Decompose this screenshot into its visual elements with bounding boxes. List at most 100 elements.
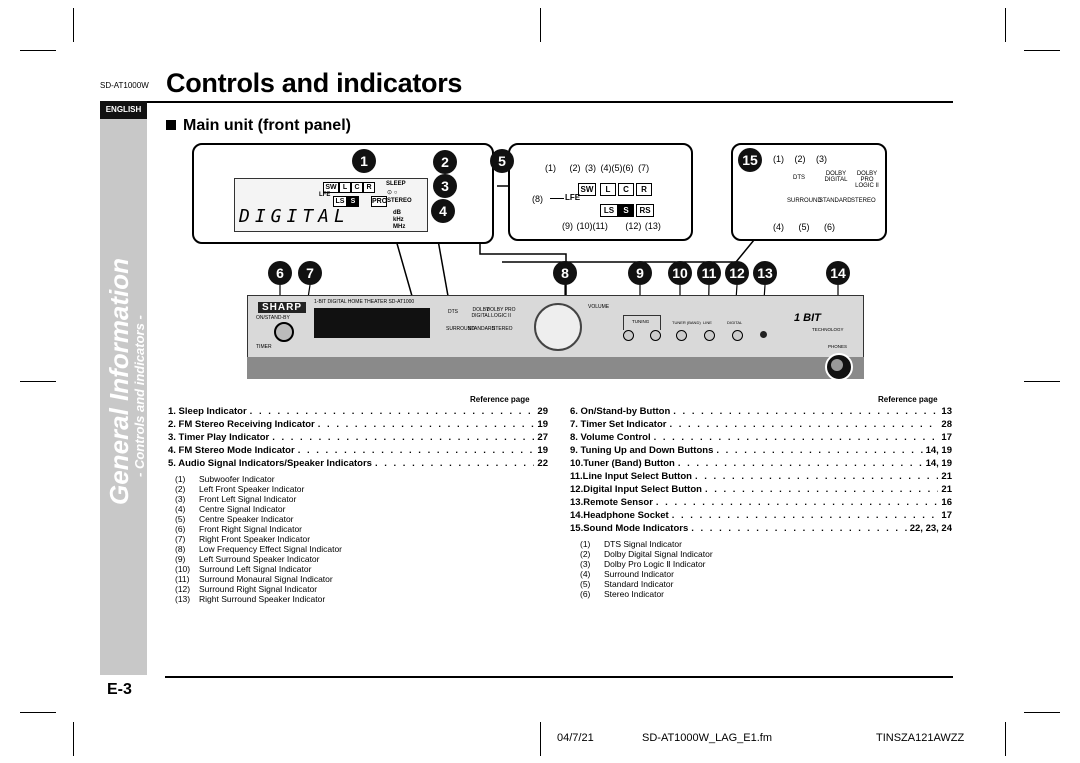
leader-dots: [705, 484, 938, 496]
sub-number: (5): [175, 514, 186, 524]
lfe-line: [550, 198, 564, 199]
leader-dots: [250, 406, 535, 418]
on-standby-button[interactable]: [274, 322, 294, 342]
leader-dots: [656, 497, 939, 509]
num-9: (9): [562, 221, 573, 231]
num-12: (12): [625, 221, 642, 231]
unit-surround-label: SURROUND: [446, 326, 475, 332]
item-page: 17: [941, 510, 952, 521]
tuning-label: TUNING: [632, 319, 650, 324]
mode-num-4: (4): [773, 222, 784, 232]
num-3: (3): [585, 163, 597, 173]
unit-dts-label: DTS: [448, 309, 458, 315]
item-page: 19: [537, 445, 548, 456]
pro-logic-label: DOLBY PRO LOGIC II: [855, 171, 879, 189]
list-item: 5. Audio Signal Indicators/Speaker Indic…: [168, 458, 548, 470]
sub-text: Standard Indicator: [604, 579, 674, 589]
square-bullet-icon: [166, 120, 176, 130]
callout-1: 1: [352, 149, 376, 173]
sub-number: (11): [175, 574, 190, 584]
sub-item: (6)Stereo Indicator: [580, 589, 664, 599]
sub-item: (4)Centre Signal Indicator: [175, 504, 285, 514]
line-input-button[interactable]: [704, 330, 715, 341]
sub-text: Centre Speaker Indicator: [199, 514, 294, 524]
volume-knob[interactable]: [534, 303, 582, 351]
page-number: E-3: [107, 681, 132, 698]
sub-item: (7)Right Front Speaker Indicator: [175, 534, 310, 544]
sub-number: (1): [580, 539, 591, 549]
callout-5: 5: [490, 149, 514, 173]
digital-input-button[interactable]: [732, 330, 743, 341]
crop-mark: [540, 8, 541, 42]
sub-item: (2)Dolby Digital Signal Indicator: [580, 549, 713, 559]
model-text: 1-BIT DIGITAL HOME THEATER SD-AT1000: [314, 299, 415, 305]
sleep-text: SLEEP: [386, 181, 406, 187]
ls-indicator: LS: [333, 196, 347, 207]
speaker-indicator-callout: (1) (2) (3) (4)(5)(6) (7) SW L C R (8) L…: [508, 143, 693, 241]
tuning-bracket: [623, 315, 661, 330]
sub-item: (2)Left Front Speaker Indicator: [175, 484, 304, 494]
item-page: 17: [941, 432, 952, 443]
sub-text: Surround Monaural Signal Indicator: [199, 574, 333, 584]
num-4: (4): [600, 163, 612, 173]
tuner-band-button[interactable]: [676, 330, 687, 341]
sub-text: Subwoofer Indicator: [199, 474, 275, 484]
mode-num-5: (5): [798, 222, 810, 232]
title-rule: [100, 101, 953, 103]
lcd-digital-text: DIGITAL: [239, 206, 350, 227]
sub-text: Left Surround Speaker Indicator: [199, 554, 320, 564]
l-box: L: [600, 183, 616, 196]
sub-number: (13): [175, 594, 191, 604]
sidebar: General Information - Controls and indic…: [100, 119, 147, 675]
item-page: 21: [941, 471, 952, 482]
callout-15: 15: [738, 148, 762, 172]
page-title: Controls and indicators: [166, 68, 463, 98]
tuning-up-button[interactable]: [650, 330, 661, 341]
callout-10: 10: [668, 261, 692, 285]
unit-mhz: MHz: [393, 224, 406, 230]
sub-number: (9): [175, 554, 186, 564]
leader-dots: [678, 458, 923, 470]
callout-8: 8: [553, 261, 577, 285]
crop-mark: [1024, 712, 1060, 713]
lfe-text: LFE: [565, 193, 581, 202]
r-box: R: [636, 183, 652, 196]
unit-khz: kHz: [393, 217, 404, 223]
callout-9: 9: [628, 261, 652, 285]
model-label: SD-AT1000W: [100, 81, 149, 90]
brand-logo: SHARP: [258, 302, 307, 313]
item-label: 12.Digital Input Select Button: [570, 484, 702, 495]
sub-number: (4): [580, 569, 591, 579]
callout-12: 12: [725, 261, 749, 285]
l-indicator: L: [339, 182, 351, 193]
sub-item: (3)Dolby Pro Logic Ⅱ Indicator: [580, 559, 706, 569]
callout-2: 2: [433, 150, 457, 174]
tuning-down-button[interactable]: [623, 330, 634, 341]
sub-text: Front Left Signal Indicator: [199, 494, 297, 504]
volume-label: VOLUME: [588, 304, 610, 310]
crop-mark: [20, 381, 56, 382]
list-item: 9. Tuning Up and Down Buttons14, 19: [570, 445, 952, 457]
leader-dots: [691, 523, 906, 535]
item-page: 29: [537, 406, 548, 417]
item-label: 8. Volume Control: [570, 432, 651, 443]
s-indicator: S: [347, 196, 359, 207]
item-label: 4. FM Stereo Mode Indicator: [168, 445, 295, 456]
sub-number: (2): [175, 484, 186, 494]
sub-item: (12)Surround Right Signal Indicator: [175, 584, 317, 594]
standard-label: STANDARD: [819, 198, 852, 204]
callout-7: 7: [298, 261, 322, 285]
footer-code: TINSZA121AWZZ: [876, 732, 965, 744]
sub-text: Surround Right Signal Indicator: [199, 584, 318, 594]
bottom-rule: [165, 676, 953, 678]
item-page: 21: [941, 484, 952, 495]
list-item: 10.Tuner (Band) Button14, 19: [570, 458, 952, 470]
sub-item: (13)Right Surround Speaker Indicator: [175, 594, 325, 604]
sub-number: (3): [175, 494, 186, 504]
s-box: S: [618, 204, 634, 217]
crop-mark: [20, 50, 56, 51]
sub-item: (4)Surround Indicator: [580, 569, 674, 579]
r-indicator: R: [363, 182, 375, 193]
num-10: (10): [576, 221, 593, 231]
on-standby-label: ON/STAND-BY: [256, 315, 290, 321]
